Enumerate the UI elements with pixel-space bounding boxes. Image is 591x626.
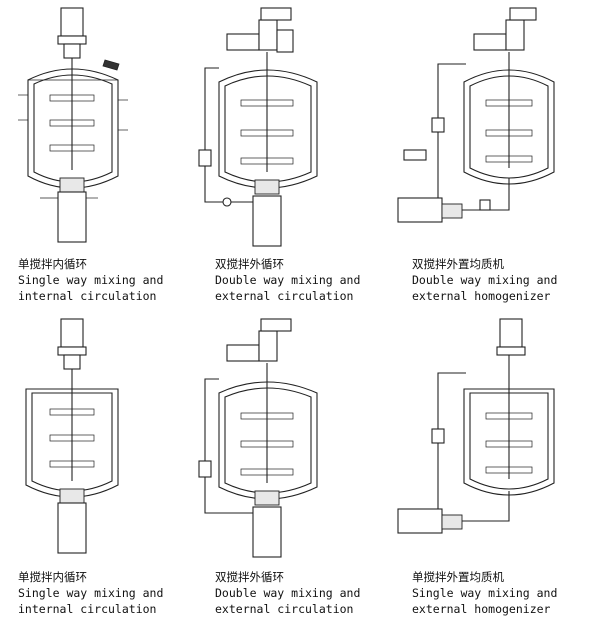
panel-title-cn: 单搅拌内循环 bbox=[18, 570, 87, 584]
panel-title-en-line2: external homogenizer bbox=[412, 289, 551, 303]
top-gear-motor bbox=[473, 7, 537, 51]
panel-title-cn: 双搅拌外置均质机 bbox=[412, 257, 504, 271]
panel-title-en-line2: external circulation bbox=[215, 602, 354, 616]
agitator bbox=[485, 52, 533, 168]
vessel bbox=[463, 69, 555, 185]
panel-title-cn: 双搅拌外循环 bbox=[215, 257, 284, 271]
agitator bbox=[49, 58, 95, 170]
vessel bbox=[218, 381, 318, 500]
external-homogenizer bbox=[397, 178, 510, 223]
panel-title-en-line2: internal circulation bbox=[18, 602, 157, 616]
panel-double-homogenizer: 双搅拌外置均质机 Double way mixing and external … bbox=[394, 0, 591, 313]
top-motor bbox=[57, 7, 87, 59]
panel-title-en-line1: Double way mixing and bbox=[215, 586, 361, 600]
panel-title-en-line2: external homogenizer bbox=[412, 602, 551, 616]
bottom-homogenizer bbox=[252, 490, 282, 558]
bottom-homogenizer bbox=[57, 488, 87, 554]
vessel bbox=[463, 388, 555, 496]
return-pipe bbox=[431, 372, 466, 513]
agitator bbox=[240, 52, 294, 172]
vessel bbox=[218, 69, 318, 189]
panel-title-cn: 单搅拌外置均质机 bbox=[412, 570, 504, 584]
panel-title-cn: 双搅拌外循环 bbox=[215, 570, 284, 584]
tank-drawing-double-homogenizer bbox=[397, 7, 555, 223]
panel-single-internal-1: 单搅拌内循环 Single way mixing and internal ci… bbox=[0, 0, 197, 313]
tank-drawing-single-internal bbox=[25, 318, 119, 554]
panel-title-cn: 单搅拌内循环 bbox=[18, 257, 87, 271]
external-circulation-pipe bbox=[198, 378, 267, 514]
panel-title-en-line1: Double way mixing and bbox=[412, 273, 558, 287]
panel-single-homogenizer: 单搅拌外置均质机 Single way mixing and external … bbox=[394, 313, 591, 626]
panel-single-internal-2: 单搅拌内循环 Single way mixing and internal ci… bbox=[0, 313, 197, 626]
bottom-homogenizer bbox=[252, 179, 282, 247]
vessel bbox=[27, 59, 120, 189]
panel-title-en-line2: external circulation bbox=[215, 289, 354, 303]
agitator bbox=[485, 355, 533, 479]
bottom-homogenizer bbox=[40, 177, 98, 243]
agitator bbox=[49, 369, 95, 481]
top-motor bbox=[57, 318, 87, 370]
top-motor bbox=[496, 318, 526, 356]
panel-double-external-2: 双搅拌外循环 Double way mixing and external ci… bbox=[197, 313, 394, 626]
agitator bbox=[240, 363, 294, 483]
panel-double-external-1: 双搅拌外循环 Double way mixing and external ci… bbox=[197, 0, 394, 313]
tank-drawing-double-external bbox=[198, 7, 318, 247]
tank-drawing-single-homogenizer bbox=[397, 318, 555, 534]
panel-title-en-line1: Single way mixing and bbox=[18, 586, 164, 600]
jacket-ribs bbox=[18, 94, 128, 131]
external-homogenizer bbox=[397, 491, 510, 534]
return-pipe bbox=[403, 63, 466, 200]
top-gear-motor bbox=[226, 318, 292, 362]
panel-title-en-line2: internal circulation bbox=[18, 289, 157, 303]
panel-title-en-line1: Single way mixing and bbox=[412, 586, 558, 600]
tank-drawing-single-internal bbox=[18, 7, 128, 243]
panel-title-en-line1: Double way mixing and bbox=[215, 273, 361, 287]
external-circulation-pipe bbox=[198, 67, 267, 207]
panel-title-en-line1: Single way mixing and bbox=[18, 273, 164, 287]
top-gear-motor bbox=[226, 7, 294, 53]
tank-drawing-double-external bbox=[198, 318, 318, 558]
